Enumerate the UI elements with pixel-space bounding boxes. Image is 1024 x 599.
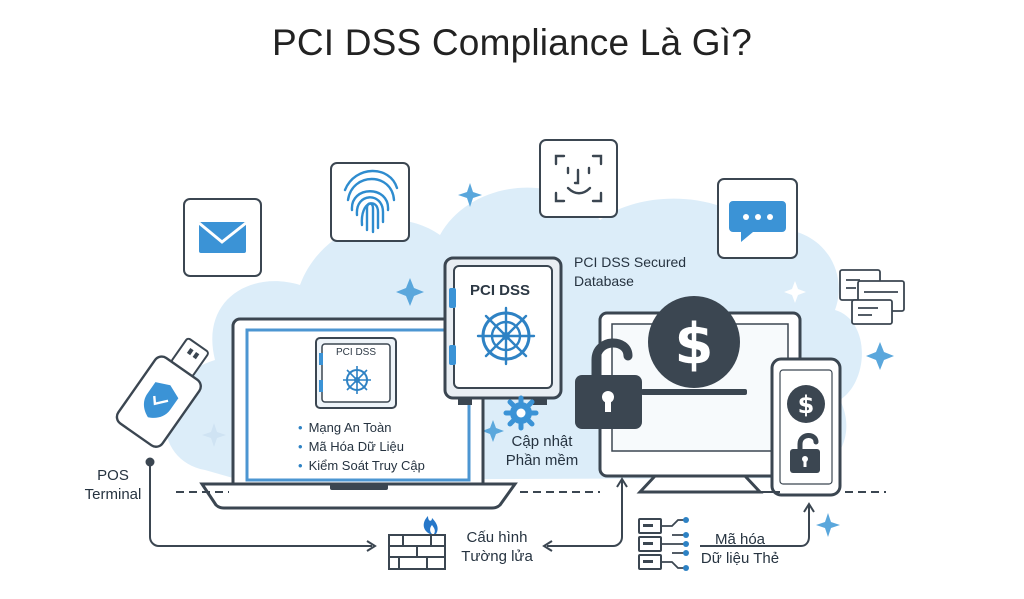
feature-item: Mã Hóa Dữ Liệu: [298, 437, 425, 456]
firewall-label-line-2: Tường lửa: [461, 548, 533, 565]
pos-label-line-1: POS: [97, 467, 129, 484]
page-title: PCI DSS Compliance Là Gì?: [271, 22, 753, 63]
firewall-icon: [388, 516, 446, 570]
firewall-label-line-1: Cấu hình: [466, 529, 528, 546]
update-label-line-2: Phần mềm: [505, 452, 579, 469]
sparkles: [202, 183, 894, 537]
server-icon: [638, 517, 689, 571]
svg-text:$: $: [675, 312, 714, 377]
padlock-icon: [575, 338, 642, 429]
usb-shield-icon: [115, 337, 209, 448]
svg-text:$: $: [798, 391, 815, 419]
feature-item: Mạng An Toàn: [298, 418, 425, 437]
update-label: Cập nhật Phần mềm: [496, 432, 588, 470]
gear-icon: [503, 395, 539, 431]
database-label-line-1: PCI DSS Secured: [574, 254, 687, 270]
laptop-safe-icon: [315, 337, 397, 409]
pos-label-line-2: Terminal: [84, 486, 142, 503]
database-label: PCI DSS Secured Database: [574, 253, 686, 291]
credit-card-icon: [839, 269, 905, 325]
connectors: [145, 457, 815, 552]
update-label-line-1: Cập nhật: [511, 433, 573, 450]
safe-label: PCI DSS: [470, 282, 531, 299]
mail-icon: [183, 198, 262, 277]
firewall-label: Cấu hình Tường lửa: [448, 528, 546, 566]
laptop-feature-list: Mạng An Toàn Mã Hóa Dữ Liệu Kiểm Soát Tr…: [298, 418, 425, 475]
database-label-line-2: Database: [574, 273, 634, 289]
face-id-icon: [539, 139, 618, 218]
phone: $: [770, 357, 842, 497]
encrypt-label-line-1: Mã hóa: [714, 531, 766, 548]
fingerprint-icon: [330, 162, 410, 242]
pos-label: POS Terminal: [68, 466, 158, 504]
dollar-icon: $: [648, 296, 740, 388]
safe-icon: [443, 256, 563, 405]
encrypt-label: Mã hóa Dữ liệu Thẻ: [690, 530, 790, 568]
feature-item: Kiểm Soát Truy Cập: [298, 456, 425, 475]
encrypt-label-line-2: Dữ liệu Thẻ: [700, 550, 780, 567]
laptop-safe-label: PCI DSS: [336, 347, 377, 358]
chat-icon: [717, 178, 798, 259]
